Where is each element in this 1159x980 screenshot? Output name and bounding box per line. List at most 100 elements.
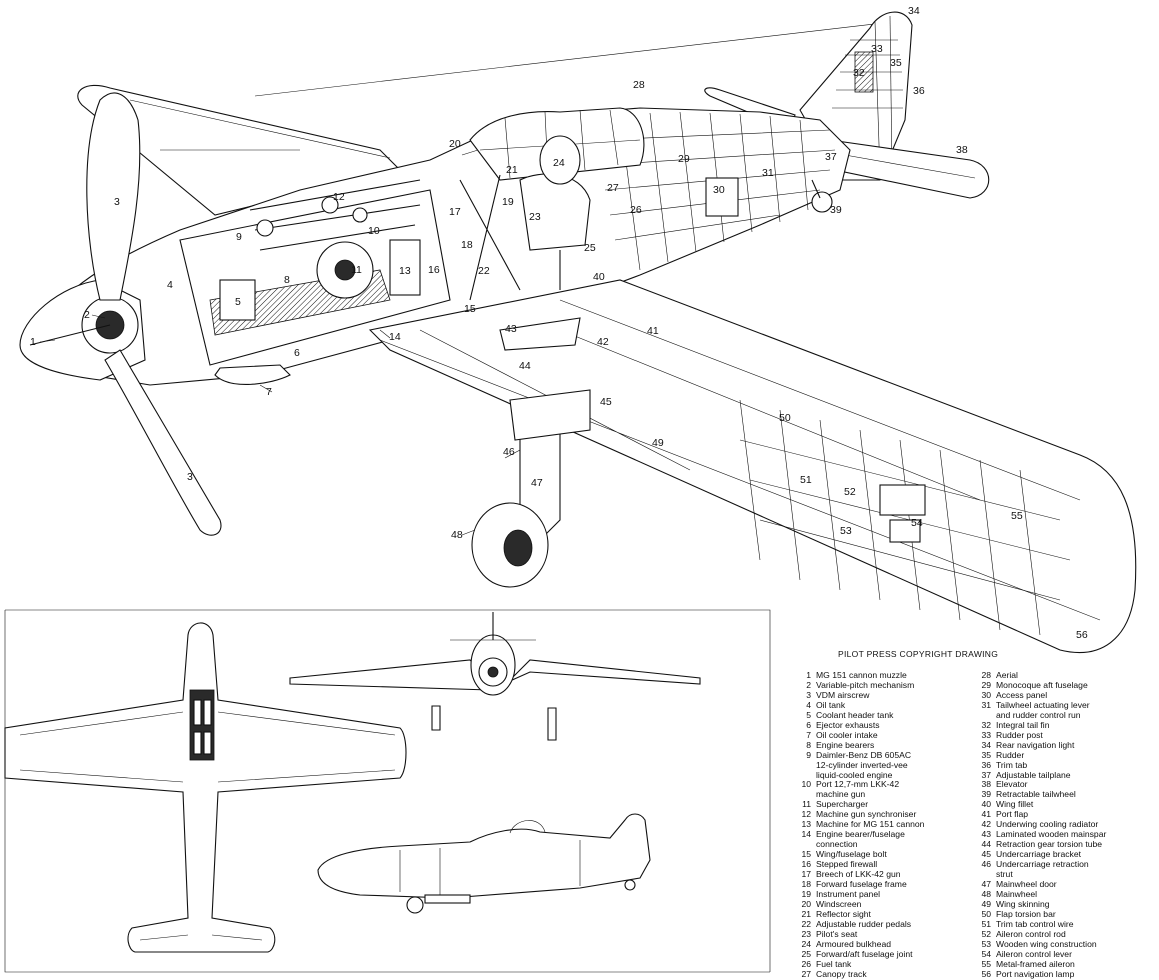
legend-item-number: 2	[806, 679, 811, 690]
legend-item-text: Canopy track	[816, 968, 867, 979]
legend-item-text: Retraction gear torsion tube	[996, 839, 1103, 850]
callout: 11	[351, 264, 362, 276]
legend-item-number: 8	[806, 739, 811, 750]
legend-item-text: Rudder	[996, 749, 1025, 760]
propeller-blade-lower	[104, 349, 222, 536]
legend-item-number: 25	[801, 948, 811, 959]
legend-item-text: Aileron control lever	[996, 948, 1072, 959]
callout: 54	[911, 517, 923, 529]
callout: 27	[607, 182, 619, 194]
three-view-panel	[4, 609, 771, 973]
legend-item-number: 38	[981, 779, 991, 790]
callout: 33	[871, 43, 883, 55]
legend-item-text: Pilot's seat	[816, 928, 858, 939]
callout: 36	[913, 85, 925, 97]
plan-view	[4, 622, 407, 953]
callout: 23	[529, 211, 541, 223]
panel-border	[4, 609, 771, 973]
legend-item-text: Oil tank	[816, 699, 846, 710]
engine	[179, 179, 451, 366]
legend-item-text: Machine gun synchroniser	[816, 809, 917, 820]
legend-item-text: Port navigation lamp	[996, 968, 1075, 979]
callout: 18	[461, 239, 473, 251]
legend-item-number: 36	[981, 759, 991, 770]
callout: 32	[853, 67, 865, 79]
legend-item-number: 53	[981, 938, 991, 949]
legend-item-number: 6	[806, 719, 811, 730]
legend-item-number: 18	[801, 879, 811, 890]
legend-item-text: Windscreen	[816, 898, 862, 909]
copyright-note: PILOT PRESS COPYRIGHT DRAWING	[838, 649, 999, 659]
callout-labels: 1 2 3 3 4 5 6 7 8 9 10 11 12 13 14 15 16…	[30, 5, 1088, 641]
cutaway-aircraft: 1 2 3 3 4 5 6 7 8 9 10 11 12 13 14 15 16…	[19, 5, 1137, 654]
callout: 49	[652, 437, 664, 449]
callout: 25	[584, 242, 596, 254]
legend-item-number: 40	[981, 799, 991, 810]
legend-item-number: 13	[801, 819, 811, 830]
legend-item-number: 29	[981, 679, 991, 690]
callout: 53	[840, 525, 852, 537]
callout: 47	[531, 477, 543, 489]
legend-item-number: 32	[981, 719, 991, 730]
legend-item-text: Aerial	[996, 670, 1018, 680]
tailwheel	[811, 191, 833, 213]
legend-item-number: 27	[801, 968, 811, 979]
legend-item-number: 20	[801, 898, 811, 909]
legend-item-number: 26	[801, 958, 811, 969]
legend-item-text: Mainwheel door	[996, 879, 1057, 890]
callout: 55	[1011, 510, 1023, 522]
legend-item-text: Wing skinning	[996, 898, 1050, 909]
callout: 56	[1076, 629, 1088, 641]
legend-item-number: 10	[801, 779, 811, 790]
legend-item-number: 1	[806, 670, 811, 680]
legend-item-number: 49	[981, 898, 991, 909]
callout: 41	[647, 325, 659, 337]
callout: 15	[464, 303, 476, 315]
legend-item-number: 42	[981, 819, 991, 830]
legend-item-text: Adjustable tailplane	[996, 769, 1071, 780]
callout: 39	[830, 204, 842, 216]
legend-item-number: 52	[981, 928, 991, 939]
legend-item: 49 Wing skinning	[975, 898, 1155, 910]
undercarriage	[471, 389, 591, 588]
callout: 13	[399, 265, 411, 277]
legend-item-text: Wooden wing construction	[996, 938, 1097, 949]
legend-item-text: Reflector sight	[816, 908, 871, 919]
legend-item-text: Integral tail fin	[996, 719, 1050, 730]
legend-item-text: MG 151 cannon muzzle	[816, 670, 907, 680]
legend-item-number: 11	[802, 799, 811, 810]
callout: 3	[187, 471, 193, 483]
callout: 24	[553, 157, 565, 169]
callout: 44	[519, 360, 531, 372]
legend-item-number: 21	[801, 908, 811, 919]
legend-item-text: Rudder post	[996, 729, 1043, 740]
legend-item-text: Elevator	[996, 779, 1028, 790]
callout: 5	[235, 296, 241, 308]
legend-item-number: 19	[801, 888, 811, 899]
side-view	[317, 813, 651, 914]
callout: 43	[505, 323, 517, 335]
callout: 37	[825, 151, 837, 163]
callout: 42	[597, 336, 609, 348]
legend-item-number: 50	[981, 908, 991, 919]
callout: 7	[266, 386, 272, 398]
callout: 35	[890, 57, 902, 69]
